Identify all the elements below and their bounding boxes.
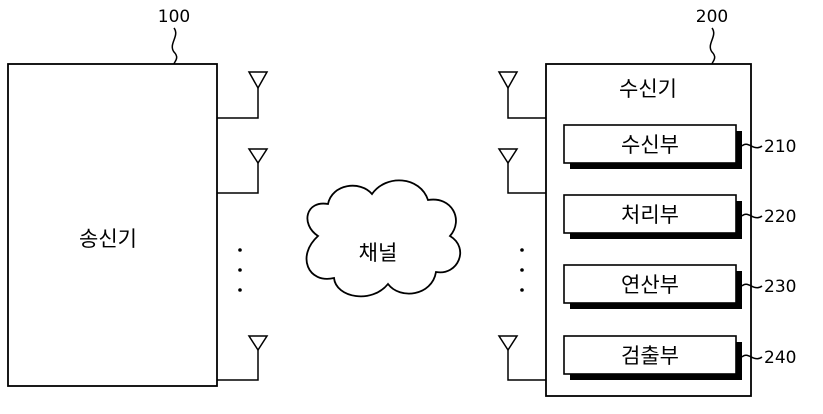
unit-220-leader (741, 213, 763, 219)
transmitter-leader-line (171, 27, 178, 65)
receiver-antenna-2 (497, 148, 546, 194)
transmitter-antenna-ellipsis (238, 248, 242, 292)
receiver-antenna-1 (497, 71, 546, 119)
receiver-unit-receiving: 수신부 (563, 124, 742, 169)
receiving-unit-label: 수신부 (621, 133, 679, 157)
unit-240-ref: 240 (764, 348, 796, 368)
transmitter-label: 송신기 (79, 227, 137, 251)
receiver-unit-detection: 검출부 (563, 335, 742, 380)
unit-220-ref: 220 (764, 207, 796, 227)
channel-label: 채널 (359, 241, 398, 265)
receiver-antenna-3 (497, 335, 546, 381)
receiver-unit-processing: 처리부 (563, 194, 742, 239)
receiver-leader-line (709, 27, 716, 65)
unit-240-leader (741, 354, 763, 360)
transmitter-ref: 100 (158, 7, 190, 27)
transmitter-antenna-1 (217, 71, 269, 119)
transmitter-antenna-3 (217, 335, 269, 381)
detection-unit-label: 검출부 (621, 344, 679, 368)
unit-230-ref: 230 (764, 277, 796, 297)
processing-unit-label: 처리부 (621, 203, 679, 227)
receiver-unit-computing: 연산부 (563, 264, 742, 309)
channel-cloud (305, 179, 462, 298)
transmitter-box (7, 63, 218, 387)
receiver-ref: 200 (696, 7, 728, 27)
receiver-label: 수신기 (619, 77, 677, 101)
unit-210-ref: 210 (764, 137, 796, 157)
unit-230-leader (741, 283, 763, 289)
unit-210-leader (741, 143, 763, 149)
transmitter-antenna-2 (217, 148, 269, 194)
computing-unit-label: 연산부 (621, 273, 679, 297)
receiver-antenna-ellipsis (520, 248, 524, 292)
